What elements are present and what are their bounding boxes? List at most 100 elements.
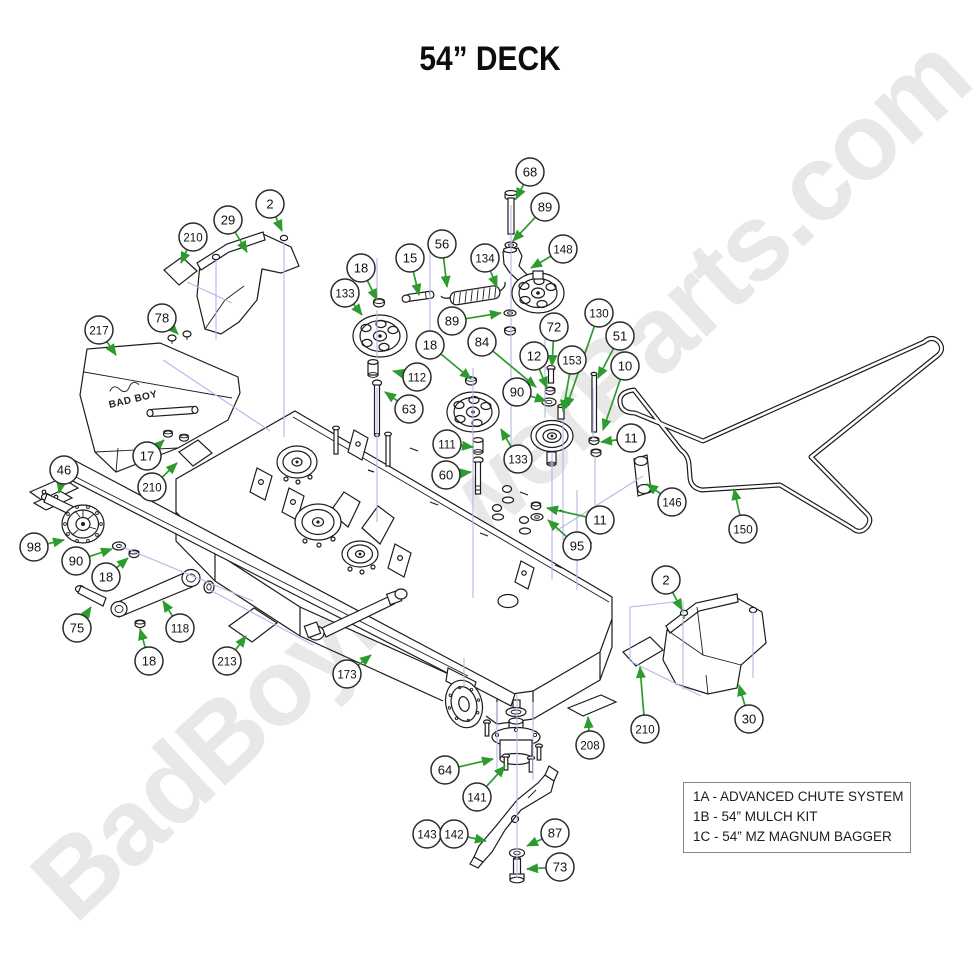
callout-circle: [651, 565, 681, 595]
callout-98[interactable]: 98: [19, 532, 65, 562]
callout-141[interactable]: 141: [462, 765, 506, 812]
callout-number: 68: [523, 165, 537, 180]
leader-arrow: [500, 428, 512, 448]
callout-number: 150: [733, 525, 752, 537]
callout-60[interactable]: 60: [431, 460, 472, 490]
callout-90[interactable]: 90: [61, 546, 113, 576]
callout-circle: [515, 157, 545, 187]
leader-arrow: [411, 271, 422, 296]
leader-arrow: [384, 391, 399, 403]
callout-210[interactable]: 210: [178, 222, 208, 264]
callout-circle: [430, 755, 460, 785]
callout-134[interactable]: 134: [470, 243, 500, 288]
callout-number: 64: [438, 763, 452, 778]
leader-arrow: [459, 468, 472, 479]
leader-arrow: [234, 635, 247, 651]
callout-30[interactable]: 30: [734, 684, 764, 734]
callout-208[interactable]: 208: [575, 716, 605, 760]
callout-78[interactable]: 78: [147, 303, 179, 335]
leader-arrow: [512, 216, 537, 242]
callout-90[interactable]: 90: [502, 377, 547, 407]
leader-arrow: [161, 462, 178, 478]
callout-95[interactable]: 95: [547, 519, 592, 561]
leader-arrow: [731, 488, 742, 516]
callout-circle: [503, 444, 533, 474]
callout-number: 208: [580, 741, 599, 753]
callout-210[interactable]: 210: [630, 666, 660, 744]
callout-213[interactable]: 213: [212, 635, 247, 676]
leader-arrow: [366, 280, 378, 301]
callout-64[interactable]: 64: [430, 755, 494, 785]
callout-87[interactable]: 87: [526, 818, 570, 848]
callout-number: 56: [435, 237, 449, 252]
callout-89[interactable]: 89: [512, 192, 560, 242]
callout-number: 60: [439, 468, 453, 483]
callout-112[interactable]: 112: [392, 362, 432, 392]
callout-29[interactable]: 29: [213, 205, 248, 253]
callout-11[interactable]: 11: [546, 505, 615, 535]
callout-10[interactable]: 10: [601, 351, 640, 431]
callout-number: 210: [635, 725, 654, 737]
callout-circle: [462, 782, 492, 812]
callout-11[interactable]: 11: [600, 423, 646, 453]
callout-15[interactable]: 15: [395, 243, 425, 296]
callout-146[interactable]: 146: [646, 483, 687, 517]
callout-142[interactable]: 142: [439, 819, 487, 849]
leader-arrow: [559, 373, 571, 412]
callout-number: 210: [142, 483, 161, 495]
callout-118[interactable]: 118: [162, 600, 195, 643]
callout-2[interactable]: 2: [651, 565, 683, 611]
callout-217[interactable]: 217: [84, 315, 117, 356]
callout-circle: [165, 613, 195, 643]
callout-148[interactable]: 148: [530, 234, 578, 269]
callout-68[interactable]: 68: [515, 157, 545, 200]
callout-46[interactable]: 46: [49, 455, 79, 494]
decals: [227, 607, 618, 717]
callout-63[interactable]: 63: [384, 391, 424, 424]
callout-12[interactable]: 12: [519, 341, 549, 389]
callout-133[interactable]: 133: [500, 428, 533, 474]
callout-72[interactable]: 72: [539, 312, 569, 367]
callout-18[interactable]: 18: [91, 557, 129, 592]
callout-number: 51: [613, 329, 627, 344]
callout-56[interactable]: 56: [427, 229, 457, 288]
callout-84[interactable]: 84: [467, 327, 537, 388]
callout-circle: [213, 205, 243, 235]
leader-arrow: [440, 257, 451, 288]
callout-133[interactable]: 133: [330, 278, 363, 316]
callout-circle: [255, 189, 285, 219]
callout-circle: [657, 487, 687, 517]
callout-73[interactable]: 73: [526, 852, 575, 882]
callout-210[interactable]: 210: [137, 462, 178, 502]
callout-number: 11: [624, 431, 638, 446]
callout-18[interactable]: 18: [346, 253, 378, 301]
callout-circle: [84, 315, 114, 345]
leader-arrow: [234, 231, 248, 253]
leader-arrow: [601, 378, 622, 431]
callout-150[interactable]: 150: [728, 488, 758, 544]
leader-arrow: [635, 666, 646, 716]
legend-item-1b: 1B - 54” MULCH KIT: [693, 809, 818, 824]
callout-143[interactable]: 143: [412, 819, 442, 849]
callout-circle: [330, 278, 360, 308]
leader-arrow: [538, 368, 548, 389]
callout-number: 72: [547, 320, 561, 335]
callout-18[interactable]: 18: [415, 330, 472, 380]
callout-circle: [431, 460, 461, 490]
callout-2[interactable]: 2: [255, 189, 285, 232]
callout-75[interactable]: 75: [62, 606, 92, 643]
callout-173[interactable]: 173: [332, 654, 372, 689]
callout-17[interactable]: 17: [132, 439, 165, 471]
leader-arrow: [80, 606, 92, 619]
callout-51[interactable]: 51: [597, 321, 635, 379]
leader-arrow: [600, 435, 618, 446]
leader-arrow: [166, 322, 179, 335]
callout-18[interactable]: 18: [134, 628, 164, 676]
callout-number: 63: [402, 402, 416, 417]
callout-89[interactable]: 89: [437, 306, 502, 336]
callout-circle: [91, 562, 121, 592]
callout-circle: [437, 306, 467, 336]
callout-153[interactable]: 153: [557, 345, 587, 412]
callout-111[interactable]: 111: [432, 429, 474, 459]
